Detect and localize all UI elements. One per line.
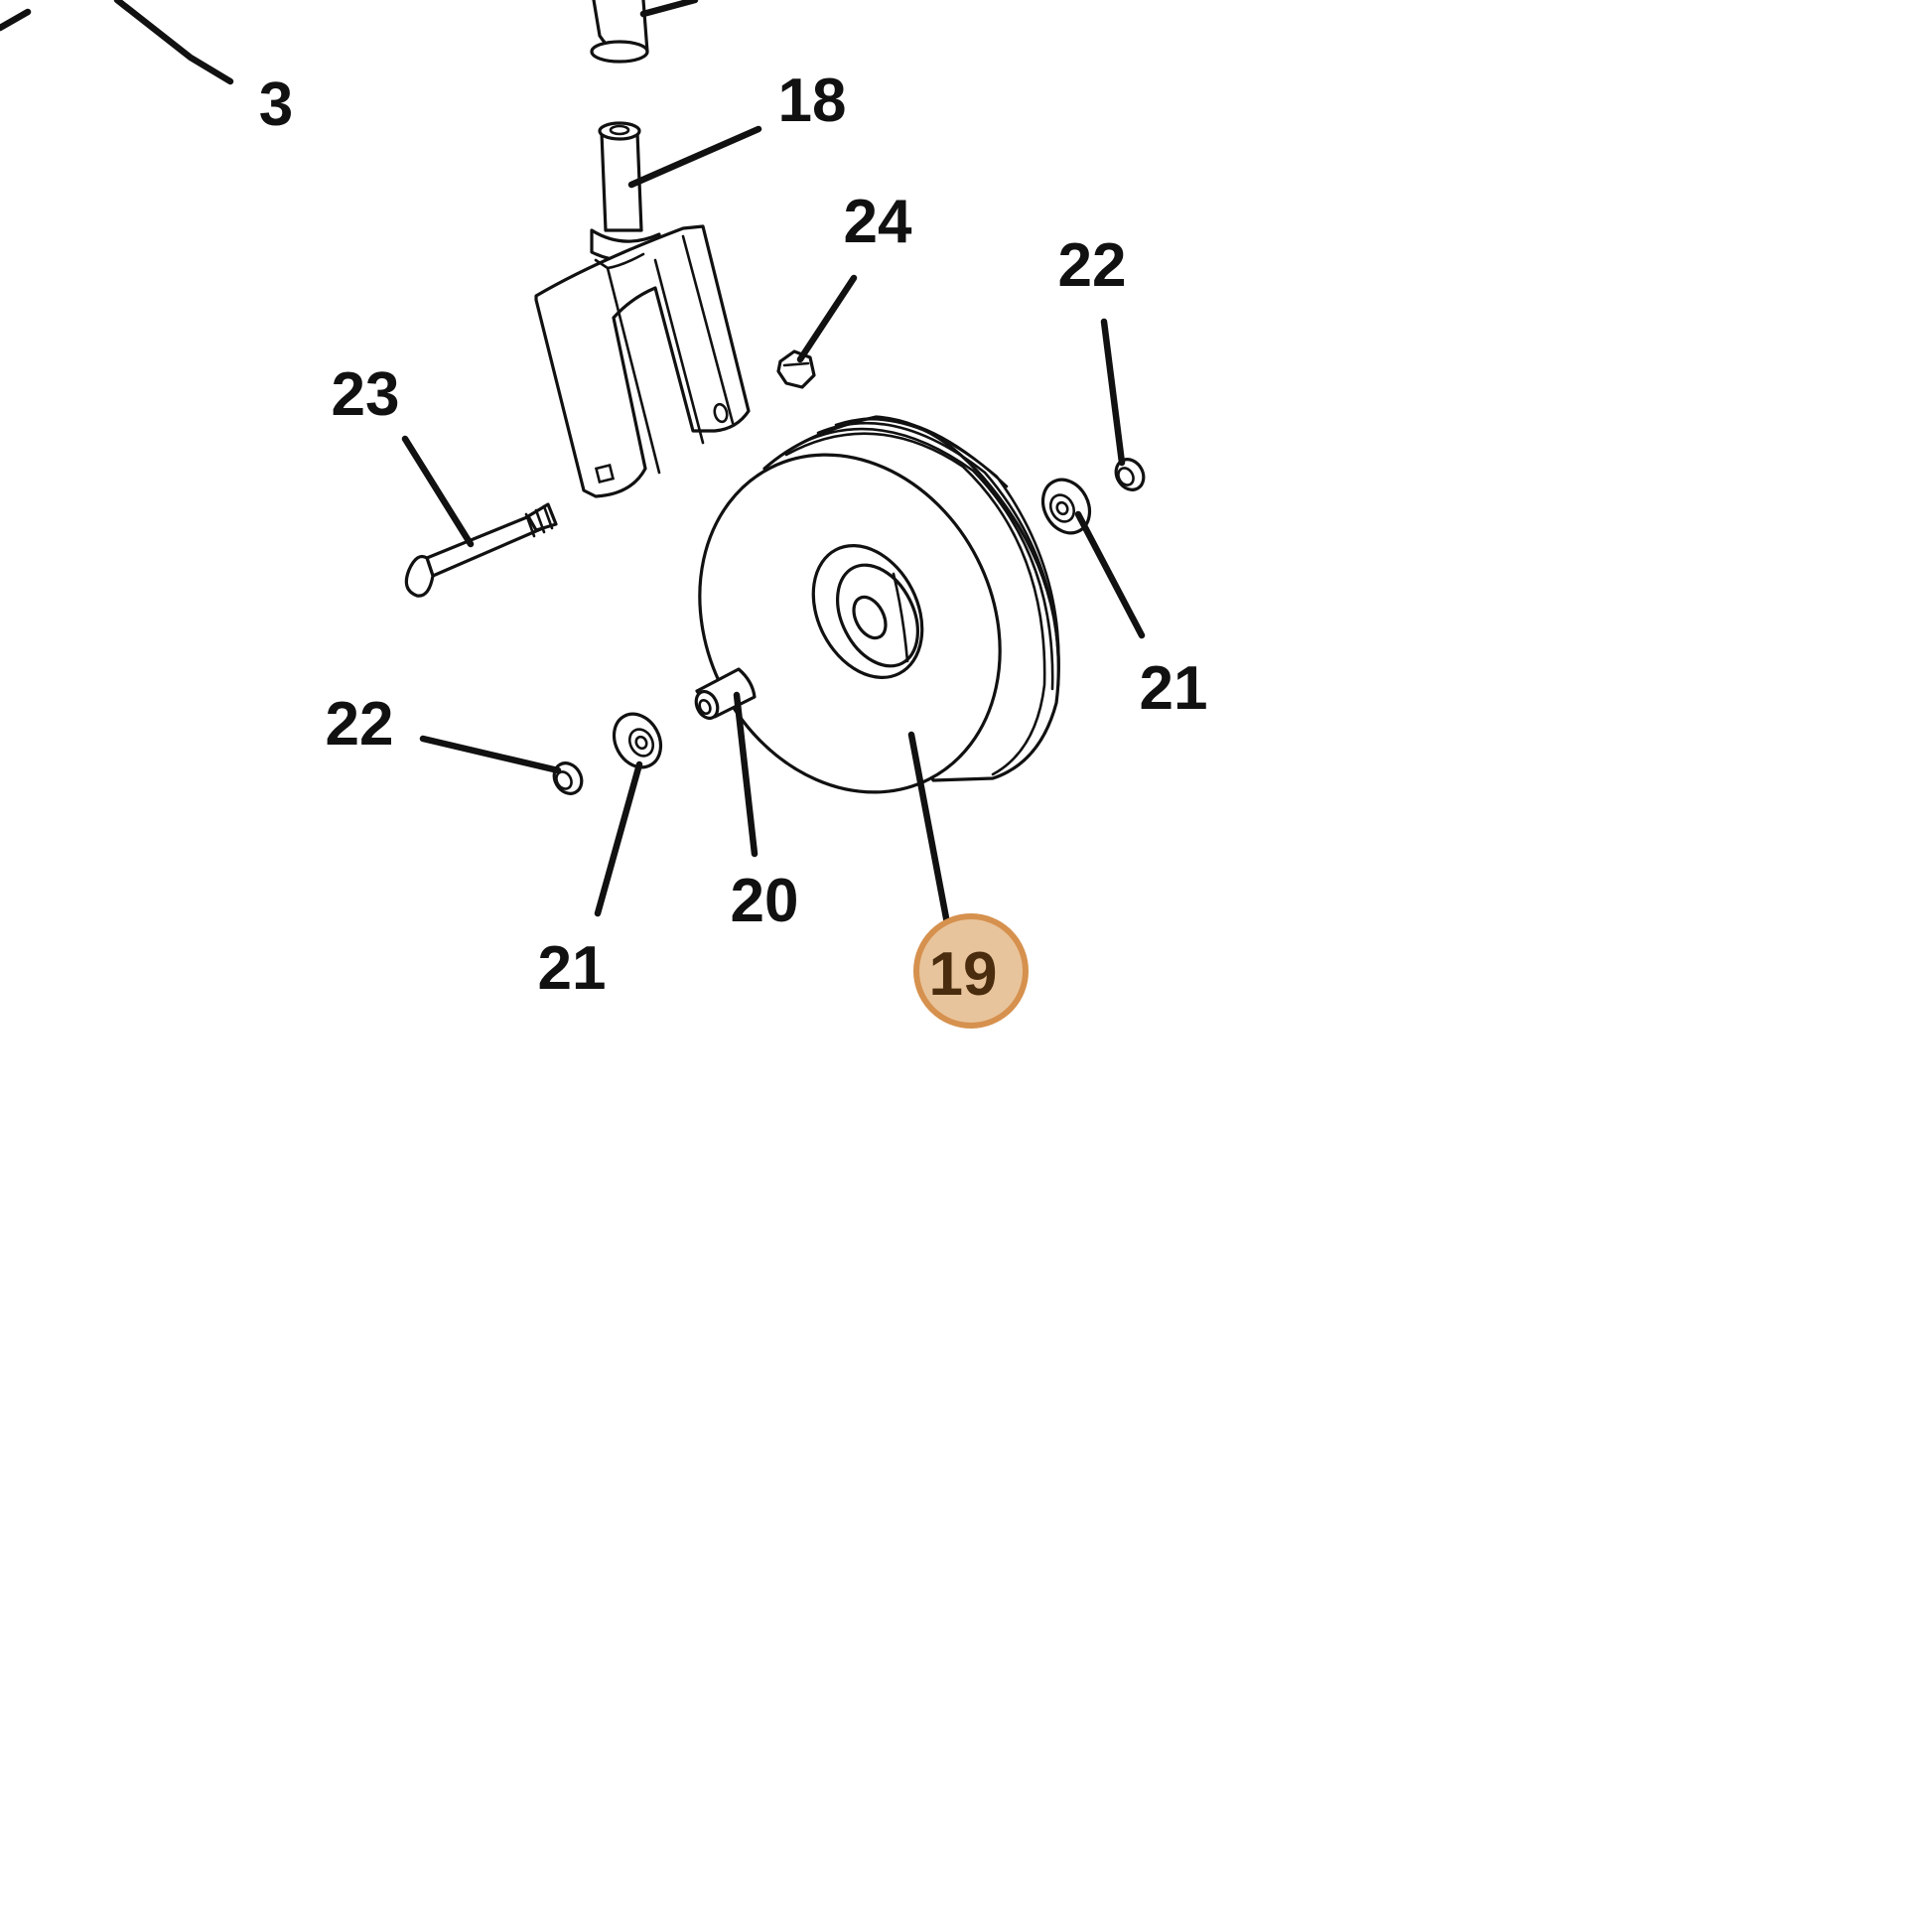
part-3-fragment (0, 0, 234, 85)
leader-21b (594, 760, 643, 917)
bearing-left (612, 712, 663, 769)
callout-21a[interactable]: 21 (1140, 654, 1208, 723)
leader-21a (1074, 510, 1146, 639)
callout-19[interactable]: 19 (929, 940, 998, 1009)
callout-18[interactable]: 18 (778, 67, 847, 135)
leader-24 (796, 274, 858, 363)
leader-19 (907, 731, 951, 927)
leader-22a (1100, 318, 1126, 467)
sleeve (694, 667, 757, 721)
leader-20 (733, 691, 759, 858)
bolt (404, 502, 558, 598)
callout-20[interactable]: 20 (731, 867, 799, 935)
callout-21b[interactable]: 21 (538, 934, 607, 1003)
leader-23 (401, 435, 475, 548)
caster-fork (534, 121, 751, 498)
highlight-circle-19 (913, 913, 1029, 1029)
leader-22b (419, 735, 562, 774)
top-pin-fragment (590, 0, 699, 64)
callout-24[interactable]: 24 (844, 188, 912, 256)
nut (776, 349, 816, 389)
callout-3[interactable]: 3 (259, 70, 293, 139)
spacer-left (552, 761, 584, 795)
wheel (698, 415, 1060, 794)
callout-22b[interactable]: 22 (326, 690, 394, 759)
callout-23[interactable]: 23 (332, 360, 400, 429)
callout-22a[interactable]: 22 (1058, 231, 1127, 300)
leader-18 (627, 125, 762, 189)
spacer-right (1114, 458, 1146, 491)
